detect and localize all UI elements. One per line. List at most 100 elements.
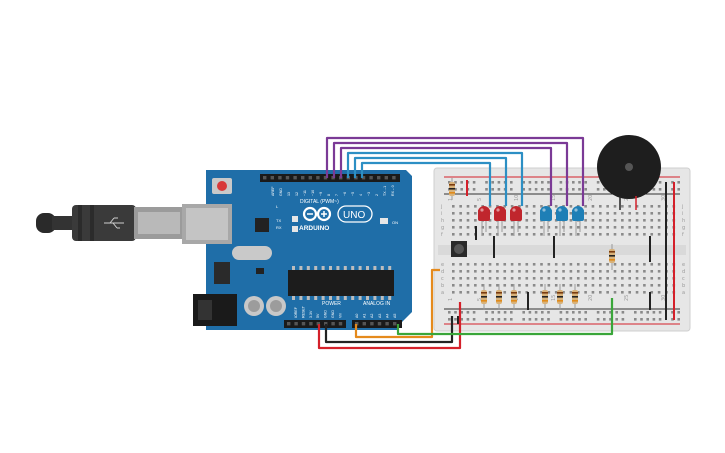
pin-label: ~6	[343, 192, 347, 196]
pin-label: 8	[327, 194, 331, 196]
wire-blue[interactable]	[360, 161, 492, 206]
pin-label: GND	[331, 310, 335, 318]
jumper-wires[interactable]	[317, 136, 614, 350]
column-number: 15	[551, 195, 557, 201]
tx-led-label: TX	[276, 218, 281, 223]
pin-label: A4	[385, 314, 389, 318]
column-number: 20	[588, 195, 594, 201]
power-header-label: POWER	[322, 301, 341, 307]
pin-label: 7	[335, 194, 339, 196]
wire-purple[interactable]	[339, 146, 553, 206]
row-letter: d	[682, 269, 685, 275]
wire-purple[interactable]	[332, 141, 569, 206]
l-led-label: L	[276, 204, 279, 209]
pin-label: 3.3V	[309, 310, 313, 318]
pin-label: TX→1	[383, 186, 387, 196]
pin-label: 12	[295, 192, 299, 196]
wire-black[interactable]	[324, 316, 454, 344]
resistor[interactable]	[511, 284, 517, 310]
led-array	[478, 206, 584, 236]
pin-label: GND	[324, 310, 328, 318]
column-number: 10	[514, 195, 520, 201]
resistor-array	[481, 284, 578, 310]
pin-label: ~11	[303, 190, 307, 196]
wire-red[interactable]	[317, 302, 462, 350]
row-letter: j	[440, 204, 442, 210]
row-letter: e	[441, 262, 444, 268]
brand-label: ARDUINO	[299, 225, 329, 232]
piezo-buzzer[interactable]	[597, 135, 661, 210]
pin-label: 2	[375, 194, 379, 196]
pin-label: ~3	[367, 192, 371, 196]
led[interactable]	[478, 206, 490, 236]
digital-header[interactable]	[260, 174, 400, 182]
led[interactable]	[556, 206, 568, 236]
led[interactable]	[572, 206, 584, 236]
voltage-regulator	[214, 262, 230, 284]
led[interactable]	[540, 206, 552, 236]
resistor[interactable]	[557, 284, 563, 310]
wire-green[interactable]	[396, 298, 614, 336]
column-number: 30	[661, 295, 667, 301]
digital-header-label: DIGITAL (PWM~)	[300, 199, 339, 205]
column-number: 5	[477, 298, 483, 301]
chip-pins-bottom	[292, 296, 392, 300]
chip-pins-top	[292, 266, 392, 270]
resistor[interactable]	[542, 284, 548, 310]
pin-label: 13	[287, 192, 291, 196]
analog-header[interactable]	[352, 320, 402, 328]
wire-orange[interactable]	[354, 268, 440, 339]
pushbutton[interactable]	[451, 241, 467, 257]
on-led-label: ON	[392, 220, 398, 225]
row-letter: h	[682, 218, 685, 224]
column-number: 1	[448, 198, 454, 201]
led[interactable]	[510, 206, 522, 236]
row-letter: c	[682, 276, 685, 282]
pin-label: 5V	[316, 313, 320, 318]
resistor[interactable]	[481, 284, 487, 310]
bottom-header-holes	[287, 322, 397, 326]
wire-purple[interactable]	[325, 136, 585, 206]
arduino-logo-icon	[302, 206, 332, 222]
resistor[interactable]	[449, 178, 455, 200]
row-letter: i	[441, 211, 442, 217]
column-number: 1	[448, 298, 454, 301]
resistor[interactable]	[572, 284, 578, 310]
resistor[interactable]	[609, 244, 615, 270]
usb-chip	[255, 218, 269, 232]
wire-blue[interactable]	[346, 151, 524, 206]
column-number: 20	[588, 295, 594, 301]
pin-label: ~5	[351, 192, 355, 196]
atmega-chip	[288, 270, 394, 296]
power-header[interactable]	[284, 320, 346, 328]
column-number: 25	[624, 295, 630, 301]
pin-label: A2	[370, 314, 374, 318]
row-letter: f	[441, 232, 443, 238]
row-letter: i	[682, 211, 683, 217]
usb-cable[interactable]	[36, 205, 184, 241]
pin-label: Vin	[338, 313, 342, 318]
resistor[interactable]	[496, 284, 502, 310]
led[interactable]	[494, 206, 506, 236]
column-number: 30	[661, 195, 667, 201]
row-letter: f	[682, 232, 684, 238]
row-letter: h	[441, 218, 444, 224]
model-label: UNO	[343, 210, 365, 221]
pin-label: A5	[393, 314, 397, 318]
pin-label: RX←0	[391, 185, 395, 196]
pin-label: A3	[378, 314, 382, 318]
pin-label: IOREF	[294, 306, 298, 318]
row-letter: g	[682, 225, 685, 231]
wire-blue[interactable]	[353, 156, 508, 206]
row-letter: g	[441, 225, 444, 231]
pin-label: AREF	[271, 186, 275, 196]
pin-label: ~9	[319, 192, 323, 196]
analog-header-label: ANALOG IN	[363, 301, 391, 307]
pin-label: RESET	[301, 305, 305, 318]
